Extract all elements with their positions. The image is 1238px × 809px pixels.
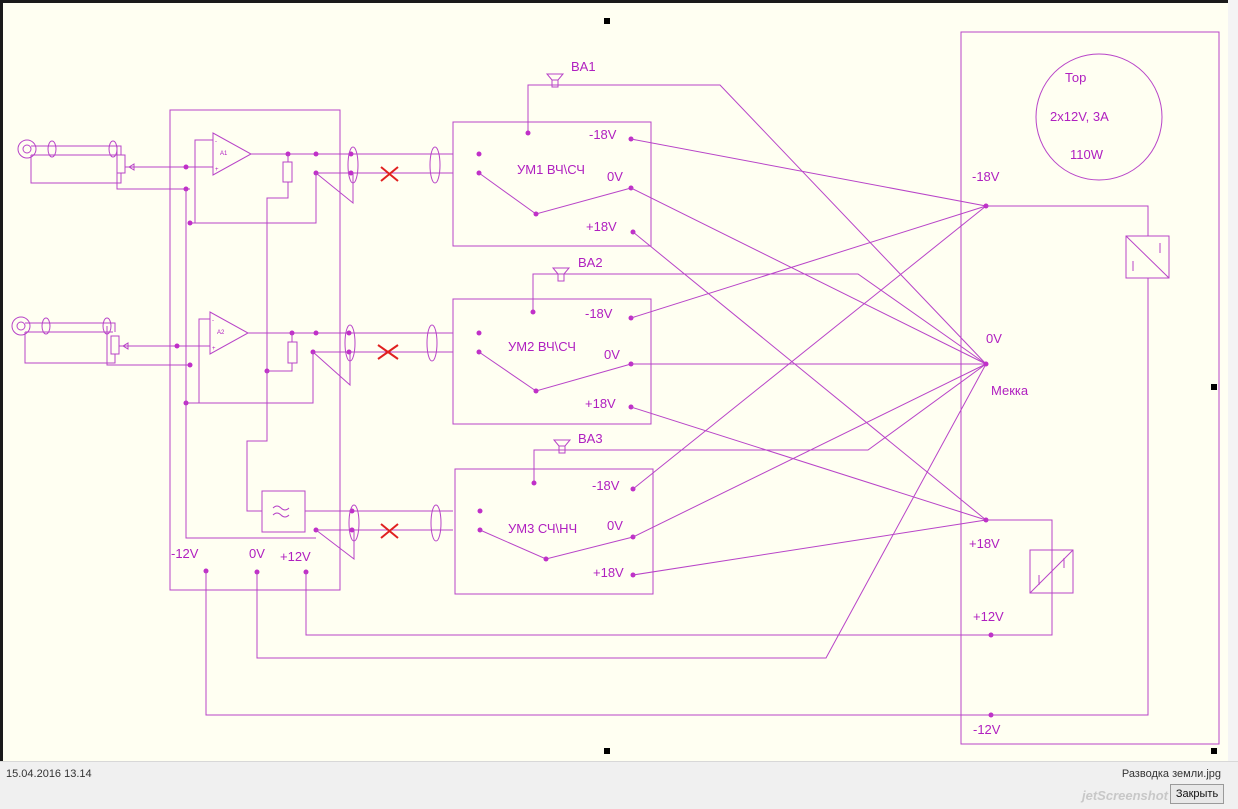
toroidal-transformer bbox=[1036, 54, 1162, 180]
amp3-label: УМ3 СЧ\НЧ bbox=[508, 521, 577, 536]
psu-0v-label: 0V bbox=[986, 331, 1002, 346]
schematic-diagram: A1 - + A2 - + bbox=[3, 3, 1228, 761]
speaker-ba1 bbox=[545, 73, 565, 87]
amp3-block bbox=[455, 469, 653, 594]
amp1-minus18-label: -18V bbox=[589, 127, 617, 142]
resistor-r2 bbox=[288, 342, 297, 363]
watermark: jetScreenshot bbox=[1082, 788, 1168, 803]
drawing-canvas: A1 - + A2 - + bbox=[3, 3, 1228, 761]
speaker-ba3 bbox=[552, 439, 572, 453]
amp1-block bbox=[453, 122, 651, 246]
svg-text:+: + bbox=[215, 167, 219, 173]
amp2-minus18-label: -18V bbox=[585, 306, 613, 321]
a2-label: A2 bbox=[217, 330, 225, 336]
amp1-plus18-label: +18V bbox=[586, 219, 617, 234]
svg-text:+: + bbox=[212, 346, 216, 352]
vertical-scrollbar[interactable] bbox=[1228, 0, 1238, 808]
mekka-label: Мекка bbox=[991, 383, 1029, 398]
preamp-board bbox=[170, 110, 340, 590]
amp3-plus18-label: +18V bbox=[593, 565, 624, 580]
psu-plus12-label: +12V bbox=[973, 609, 1004, 624]
amp2-plus18-label: +18V bbox=[585, 396, 616, 411]
potentiometer-1 bbox=[31, 155, 190, 183]
amp3-minus18-label: -18V bbox=[592, 478, 620, 493]
regulator-2 bbox=[1030, 550, 1073, 593]
amp2-block bbox=[453, 299, 651, 424]
amp1-0v-label: 0V bbox=[607, 169, 623, 184]
psu-minus18-label: -18V bbox=[972, 169, 1000, 184]
cut-mark-2 bbox=[378, 345, 398, 359]
opamp-a1: A1 - + bbox=[212, 132, 253, 176]
status-date: 15.04.2016 13.14 bbox=[6, 768, 92, 780]
ba3-label: BA3 bbox=[578, 431, 603, 446]
regulator-1 bbox=[1126, 236, 1169, 278]
cut-mark-1 bbox=[381, 167, 398, 181]
a1-label: A1 bbox=[220, 151, 228, 157]
tor-name-label: Тор bbox=[1065, 70, 1086, 85]
filter-block bbox=[262, 491, 305, 532]
preamp-plus12-label: +12V bbox=[280, 549, 311, 564]
selection-handle-top[interactable] bbox=[604, 18, 610, 24]
amp2-label: УМ2 ВЧ\СЧ bbox=[508, 339, 576, 354]
tor-spec-label: 2x12V, 3A bbox=[1050, 109, 1109, 124]
selection-handle-bottom[interactable] bbox=[604, 748, 610, 754]
amp2-0v-label: 0V bbox=[604, 347, 620, 362]
preamp-0v-label: 0V bbox=[249, 546, 265, 561]
tor-power-label: 110W bbox=[1070, 147, 1104, 162]
opamp-a2: A2 - + bbox=[209, 311, 250, 355]
power-supply-block bbox=[961, 32, 1219, 744]
cut-mark-3 bbox=[381, 524, 398, 538]
psu-minus12-label: -12V bbox=[973, 722, 1001, 737]
amp1-label: УМ1 ВЧ\СЧ bbox=[517, 162, 585, 177]
svg-text:-: - bbox=[215, 139, 217, 145]
svg-text:-: - bbox=[212, 318, 214, 324]
close-button[interactable]: Закрыть bbox=[1170, 784, 1224, 804]
status-bar: 15.04.2016 13.14 Разводка земли.jpg jetS… bbox=[0, 761, 1238, 809]
selection-handle-corner[interactable] bbox=[1211, 748, 1217, 754]
ba1-label: BA1 bbox=[571, 59, 596, 74]
shielded-cable-2 bbox=[344, 324, 438, 362]
status-filename: Разводка земли.jpg bbox=[1121, 768, 1221, 780]
psu-plus18-label: +18V bbox=[969, 536, 1000, 551]
amp3-0v-label: 0V bbox=[607, 518, 623, 533]
ba2-label: BA2 bbox=[578, 255, 603, 270]
selection-handle-right[interactable] bbox=[1211, 384, 1217, 390]
preamp-minus12-label: -12V bbox=[171, 546, 199, 561]
resistor-r1 bbox=[283, 162, 292, 182]
